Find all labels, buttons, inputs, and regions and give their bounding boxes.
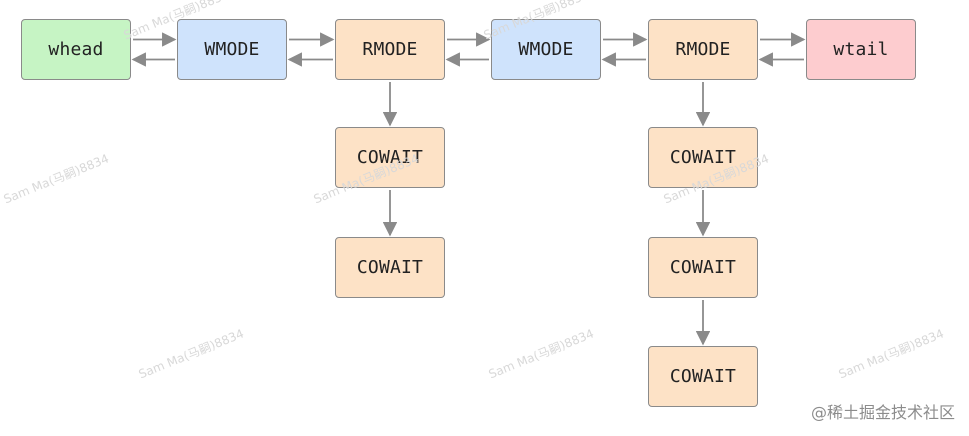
node-wmode-2-label: WMODE [518, 39, 574, 60]
node-wmode-1-label: WMODE [204, 39, 260, 60]
node-cowait-2a: COWAIT [648, 127, 758, 188]
node-cowait-2c-label: COWAIT [669, 366, 737, 387]
node-cowait-1a-label: COWAIT [356, 147, 424, 168]
node-cowait-2c: COWAIT [648, 346, 758, 407]
node-rmode-1: RMODE [335, 19, 445, 80]
node-wmode-1: WMODE [177, 19, 287, 80]
node-rmode-2-label: RMODE [675, 39, 731, 60]
node-cowait-1a: COWAIT [335, 127, 445, 188]
node-whead-label: whead [48, 39, 104, 60]
node-cowait-2a-label: COWAIT [669, 147, 737, 168]
node-wmode-2: WMODE [491, 19, 601, 80]
node-cowait-2b-label: COWAIT [669, 257, 737, 278]
node-wtail-label: wtail [833, 39, 889, 60]
node-rmode-1-label: RMODE [362, 39, 418, 60]
brand-watermark: @稀土掘金技术社区 [810, 403, 955, 422]
node-whead: whead [21, 19, 131, 80]
node-cowait-2b: COWAIT [648, 237, 758, 298]
node-wtail: wtail [806, 19, 916, 80]
node-rmode-2: RMODE [648, 19, 758, 80]
node-cowait-1b: COWAIT [335, 237, 445, 298]
node-cowait-1b-label: COWAIT [356, 257, 424, 278]
